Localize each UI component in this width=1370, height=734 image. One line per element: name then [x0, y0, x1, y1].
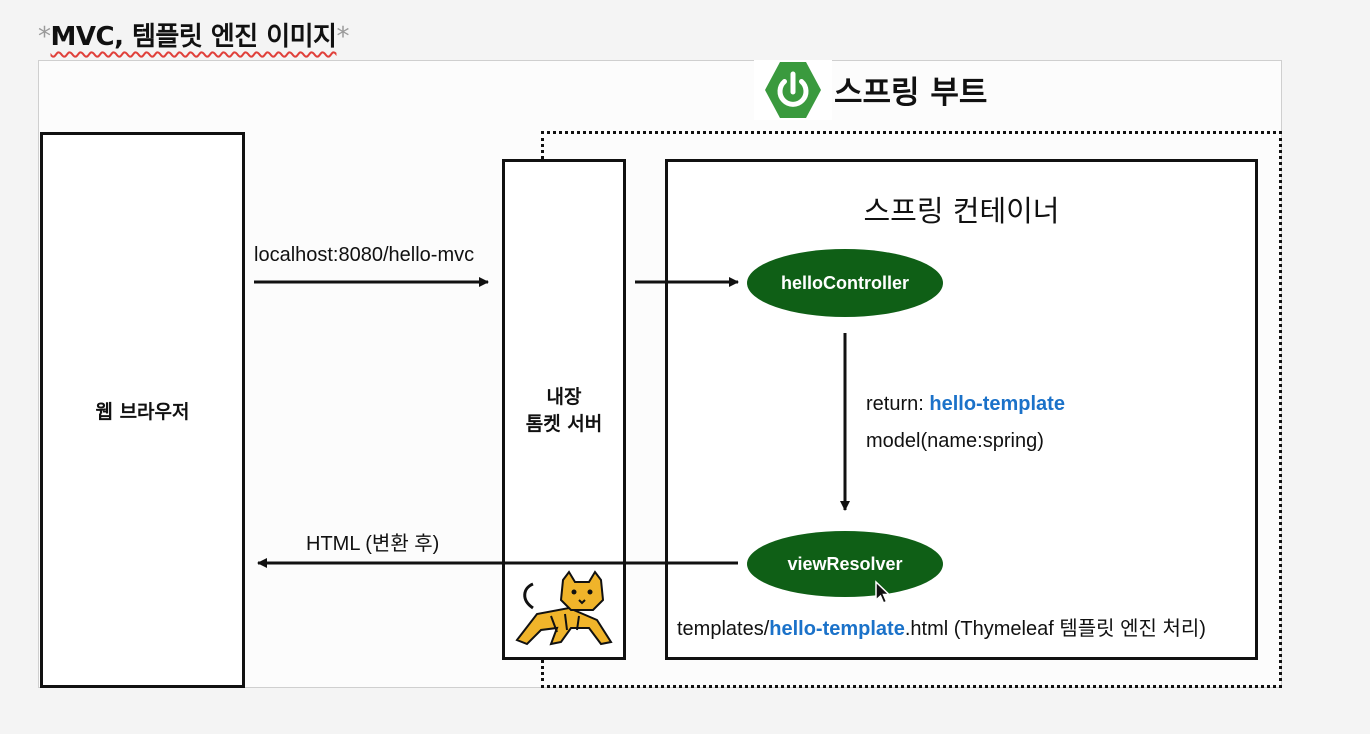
request-url-label: localhost:8080/hello-mvc — [254, 244, 475, 266]
model-label: model(name:spring) — [866, 430, 1044, 452]
tomcat-label-line1: 내장 — [546, 386, 582, 408]
title-suffix: * — [336, 22, 349, 52]
return-value: hello-template — [929, 393, 1065, 415]
template-suffix: .html (Thymeleaf 템플릿 엔진 처리) — [904, 618, 1206, 640]
template-prefix: templates/ — [677, 618, 770, 640]
hello-controller-label: helloController — [780, 272, 909, 293]
tomcat-label: 내장 톰켓 서버 — [505, 384, 623, 438]
tomcat-cat-icon — [515, 570, 613, 646]
web-browser-box: 웹 브라우저 — [40, 132, 245, 688]
tomcat-label-line2: 톰켓 서버 — [525, 413, 603, 435]
return-prefix: return: — [866, 393, 930, 415]
spring-container-label: 스프링 컨테이너 — [863, 194, 1060, 228]
title-prefix: * — [38, 22, 51, 52]
response-label: HTML (변환 후) — [306, 533, 440, 555]
return-label: return: hello-template — [866, 393, 1065, 416]
power-icon — [765, 62, 821, 118]
spring-boot-logo — [754, 60, 832, 120]
mouse-cursor-icon — [875, 580, 891, 605]
view-resolver-node: viewResolver — [747, 531, 943, 597]
template-path-label: templates/hello-template.html (Thymeleaf… — [677, 612, 1206, 641]
web-browser-label: 웹 브라우저 — [95, 400, 190, 423]
hello-controller-node: helloController — [747, 249, 943, 317]
view-resolver-label: viewResolver — [787, 553, 903, 574]
spring-boot-label: 스프링 부트 — [834, 75, 988, 111]
tomcat-server-box: 내장 톰켓 서버 — [502, 159, 626, 660]
page-title: *MVC, 템플릿 엔진 이미지* — [38, 16, 349, 53]
template-name: hello-template — [769, 618, 905, 640]
title-main: MVC, 템플릿 엔진 이미지 — [50, 22, 337, 52]
